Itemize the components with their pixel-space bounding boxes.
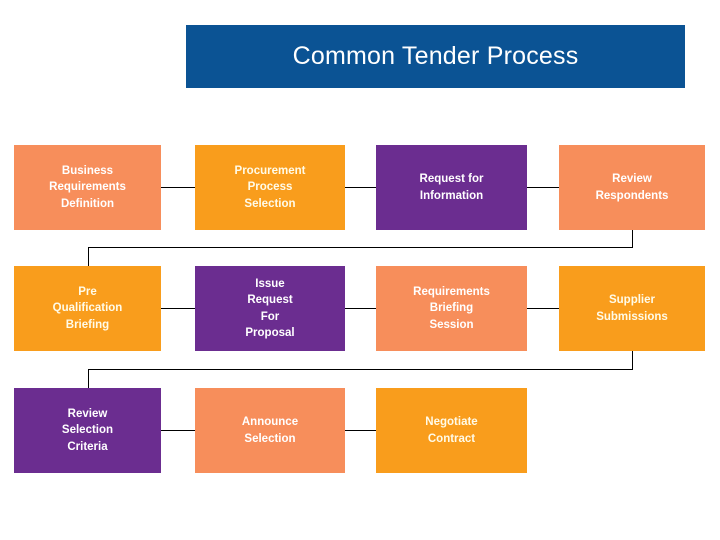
- node-label: Negotiate Contract: [425, 416, 478, 445]
- process-node-supplier-submissions[interactable]: Supplier Submissions: [559, 266, 705, 351]
- node-label: Announce Selection: [241, 416, 299, 445]
- node-label: Review Respondents: [595, 173, 669, 202]
- process-node-review-selection-criteria[interactable]: Review Selection Criteria: [14, 388, 161, 473]
- node-label: Procurement Process Selection: [234, 164, 306, 210]
- connector-n2-n3: [345, 187, 376, 188]
- process-node-review-respondents[interactable]: Review Respondents: [559, 145, 705, 230]
- node-label: Issue Request For Proposal: [245, 277, 295, 340]
- connector-n8-n9-drop: [632, 351, 633, 369]
- connector-n7-n8: [527, 308, 559, 309]
- node-label: Pre Qualification Briefing: [52, 285, 123, 331]
- process-node-negotiate-contract[interactable]: Negotiate Contract: [376, 388, 527, 473]
- title-banner: Common Tender Process: [186, 25, 685, 88]
- node-label: Requirements Briefing Session: [413, 285, 490, 331]
- node-label: Request for Information: [419, 173, 484, 202]
- node-label: Review Selection Criteria: [61, 407, 114, 453]
- connector-n10-n11: [345, 430, 376, 431]
- node-label: Supplier Submissions: [596, 294, 668, 323]
- node-label: Business Requirements Definition: [49, 164, 126, 210]
- process-node-issue-request-for-proposal[interactable]: Issue Request For Proposal: [195, 266, 345, 351]
- connector-n4-n5-run: [88, 247, 633, 248]
- connector-n4-n5-drop: [632, 230, 633, 248]
- connector-n6-n7: [345, 308, 376, 309]
- connector-n3-n4: [527, 187, 559, 188]
- page-title: Common Tender Process: [292, 42, 579, 70]
- connector-n8-n9-rise: [88, 369, 89, 388]
- process-node-announce-selection[interactable]: Announce Selection: [195, 388, 345, 473]
- process-node-business-requirements-definition[interactable]: Business Requirements Definition: [14, 145, 161, 230]
- process-node-requirements-briefing-session[interactable]: Requirements Briefing Session: [376, 266, 527, 351]
- process-node-request-for-information[interactable]: Request for Information: [376, 145, 527, 230]
- process-node-pre-qualification-briefing[interactable]: Pre Qualification Briefing: [14, 266, 161, 351]
- connector-n9-n10: [161, 430, 195, 431]
- connector-n8-n9-run: [88, 369, 633, 370]
- connector-n4-n5-rise: [88, 247, 89, 266]
- process-node-procurement-process-selection[interactable]: Procurement Process Selection: [195, 145, 345, 230]
- connector-n1-n2: [161, 187, 195, 188]
- connector-n5-n6: [161, 308, 195, 309]
